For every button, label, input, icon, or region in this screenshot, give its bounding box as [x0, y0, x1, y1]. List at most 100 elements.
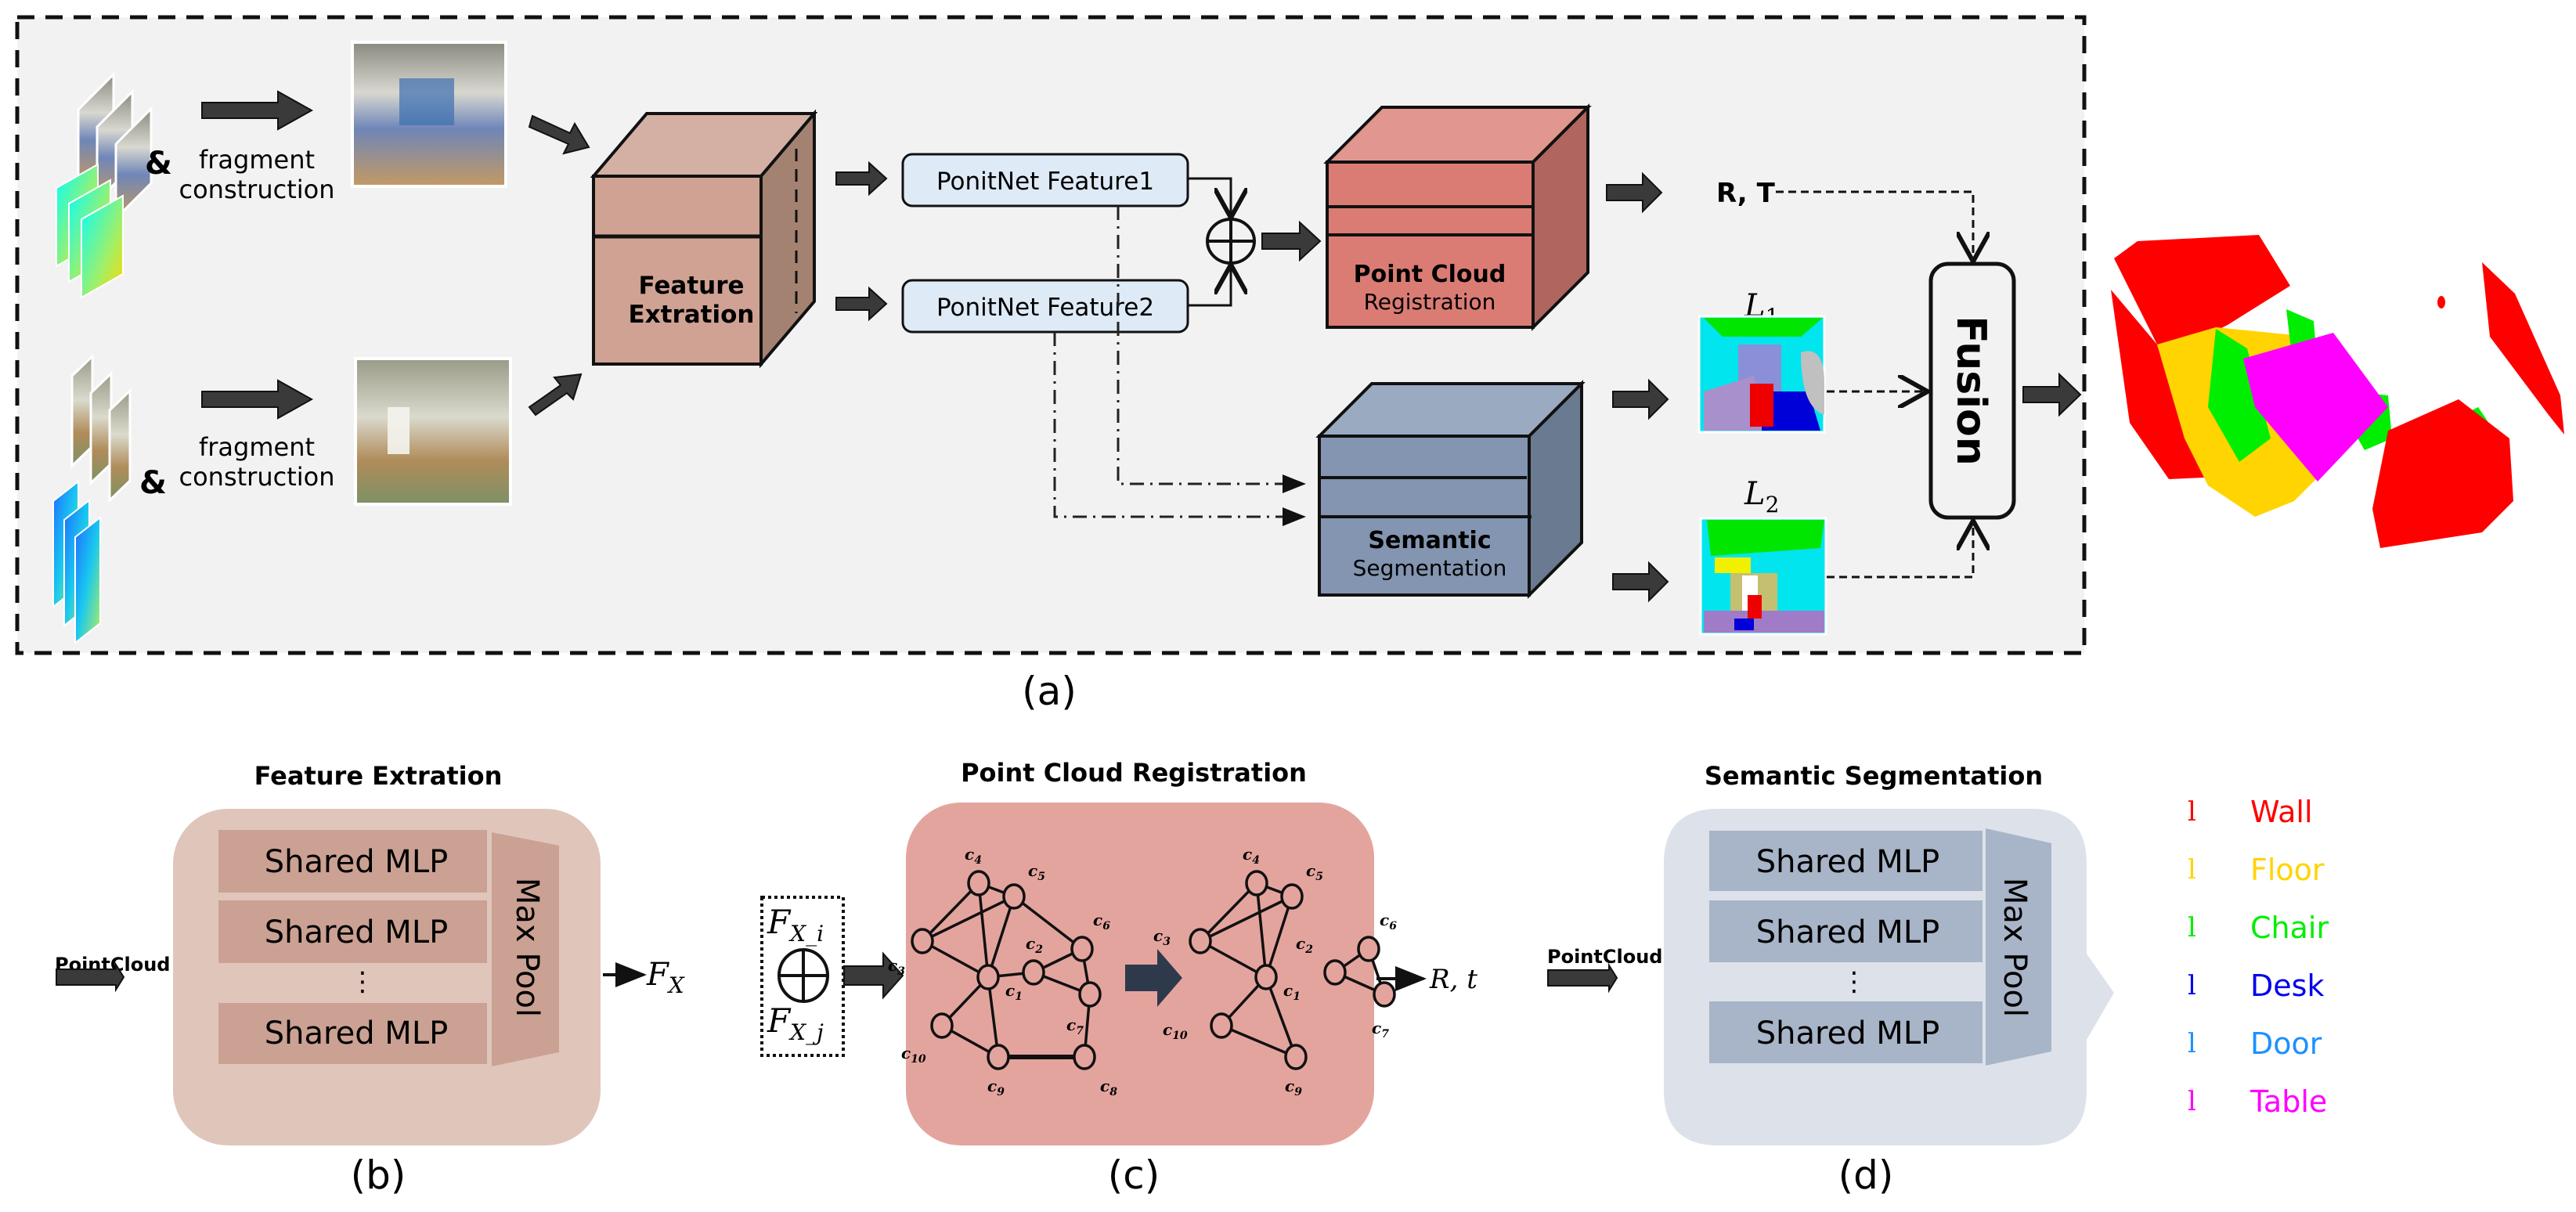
panel-b-mlp-2: [218, 900, 487, 963]
legend-item-door: l Door: [2185, 1015, 2329, 1073]
segmentation-label-1: Semantic: [1368, 527, 1491, 554]
panel-d-mlp-label-3: Shared MLP: [1756, 1015, 1939, 1051]
legend-label: Table: [2250, 1084, 2328, 1119]
arrow-to-feature-2: [528, 373, 583, 417]
legend-item-desk: l Desk: [2185, 957, 2329, 1015]
graph-node-c2: [1022, 959, 1045, 986]
graph-edge: [1265, 976, 1297, 1058]
panel-d-mlp-label-1: Shared MLP: [1756, 844, 1939, 880]
panel-b-ellipsis: ⋮: [349, 966, 376, 997]
graph-node-c3: [911, 928, 934, 954]
arrow-to-feature1: [835, 161, 888, 197]
graph-edge: [921, 882, 980, 943]
panel-d-input-arrow: [1547, 962, 1618, 994]
graph-edge: [1200, 895, 1293, 943]
panel-a-caption: (a): [1022, 669, 1077, 714]
panel-d-input-label: PointCloud: [1547, 946, 1662, 968]
rt-to-fusion-line: [1776, 190, 1973, 262]
graph-edge: [1199, 882, 1258, 943]
legend-item-floor: l Floor: [2185, 841, 2329, 899]
fragment-label-1a: fragment: [199, 145, 315, 175]
panel-b-mlp-3: [218, 1003, 487, 1064]
pointnet-feature2-label: PonitNet Feature2: [936, 294, 1154, 322]
panel-b-maxpool: [492, 832, 559, 1066]
legend-marker: l: [2188, 796, 2196, 828]
graph-node-label: c6: [1093, 911, 1110, 932]
panel-b-maxpool-label: Max Pool: [509, 878, 545, 1017]
graph-node-label: c3: [888, 956, 905, 978]
fragment-image-2: [354, 357, 512, 506]
fragment-label-2b: construction: [179, 462, 335, 492]
ampersand-1: &: [145, 146, 172, 182]
panel-d-maxpool: [1986, 828, 2051, 1066]
graph-node-c5: [1280, 883, 1304, 910]
panel-b-output: FX: [646, 957, 685, 998]
graph-edge: [922, 940, 989, 979]
arrow-to-feature2: [835, 286, 888, 322]
panel-b-mlp-label-2: Shared MLP: [265, 914, 448, 950]
legend-item-wall: l Wall: [2185, 783, 2329, 841]
legend-marker: l: [2188, 854, 2196, 886]
panel-c-input-arrow: [843, 951, 904, 1000]
graph-node-c9: [987, 1044, 1010, 1070]
panel-b-caption: (b): [351, 1152, 406, 1198]
registration-label-2: Registration: [1364, 289, 1496, 315]
graph-node-label: c7: [1372, 1019, 1389, 1041]
graph-node-c7: [1373, 981, 1396, 1008]
legend-label: Desk: [2250, 969, 2325, 1003]
pointnet-feature1-box: PonitNet Feature1: [901, 153, 1189, 207]
graph-edge: [1200, 940, 1267, 979]
panel-c-input-box: [760, 896, 845, 1057]
panel-d-title: Semantic Segmentation: [1705, 761, 2043, 791]
registration-block: Point Cloud Registration: [1323, 103, 1592, 331]
panel-c-concat-icon: [777, 948, 829, 1003]
feature-extraction-label-2: Extration: [628, 301, 754, 329]
arrow-fragment-1: [201, 90, 314, 131]
segmentation-block: Semantic Segmentation: [1315, 380, 1586, 599]
segmentation-label-2: Segmentation: [1353, 555, 1507, 581]
legend-label: Floor: [2250, 853, 2325, 887]
arrow-to-registration: [1261, 220, 1322, 262]
graph-node-label: c1: [1283, 981, 1301, 1003]
fragment-label-2a: fragment: [199, 432, 315, 462]
graph-node-label: c1: [1005, 981, 1023, 1003]
legend-label: Wall: [2250, 795, 2313, 829]
depth-maps-stack-1: [56, 163, 124, 299]
panel-c-mid-arrow: [1125, 949, 1182, 1007]
legend-marker: l: [2188, 1028, 2196, 1059]
arrow-to-feature-1: [528, 114, 590, 155]
graph-edge: [977, 882, 990, 978]
graph-node-c10: [1210, 1012, 1233, 1039]
panel-d-mlp-1: [1709, 831, 1983, 891]
graph-node-label: c9: [1285, 1077, 1302, 1098]
graph-node-label: c2: [1026, 934, 1043, 956]
graph-node-label: c6: [1380, 911, 1397, 932]
legend-item-table: l Table: [2185, 1073, 2329, 1131]
panel-b-mlp-label-1: Shared MLP: [265, 844, 448, 880]
panel-c-input-j: FX_j: [767, 1001, 824, 1045]
graph-edge: [987, 896, 1016, 978]
legend-label: Door: [2250, 1026, 2322, 1061]
rt-output: R, T: [1716, 178, 1776, 209]
panel-c-output: R, t: [1429, 964, 1477, 995]
graph-node-label: c7: [1066, 1015, 1084, 1037]
panel-b-title: Feature Extration: [254, 761, 503, 791]
label-map-l1: [1697, 315, 1826, 434]
graph-edge: [922, 895, 1015, 943]
graph-node-c4: [967, 870, 990, 896]
pointnet-feature1-label: PonitNet Feature1: [936, 168, 1154, 196]
graph-node-c3: [1189, 928, 1212, 954]
rgb-frames-stack-2: [70, 353, 132, 503]
graph-node-c9: [1284, 1044, 1308, 1070]
concat-icon: [1206, 218, 1256, 265]
graph-node-label: c5: [1028, 861, 1045, 883]
ampersand-2: &: [139, 465, 167, 501]
graph-node-c6: [1357, 936, 1380, 962]
arrow-to-rt: [1606, 171, 1663, 214]
l2-label: L2: [1744, 476, 1779, 518]
graph-edge: [1221, 1024, 1297, 1059]
graph-node-label: c4: [1243, 845, 1260, 867]
graph-node-c6: [1070, 936, 1094, 962]
graph-edge: [987, 976, 1000, 1058]
